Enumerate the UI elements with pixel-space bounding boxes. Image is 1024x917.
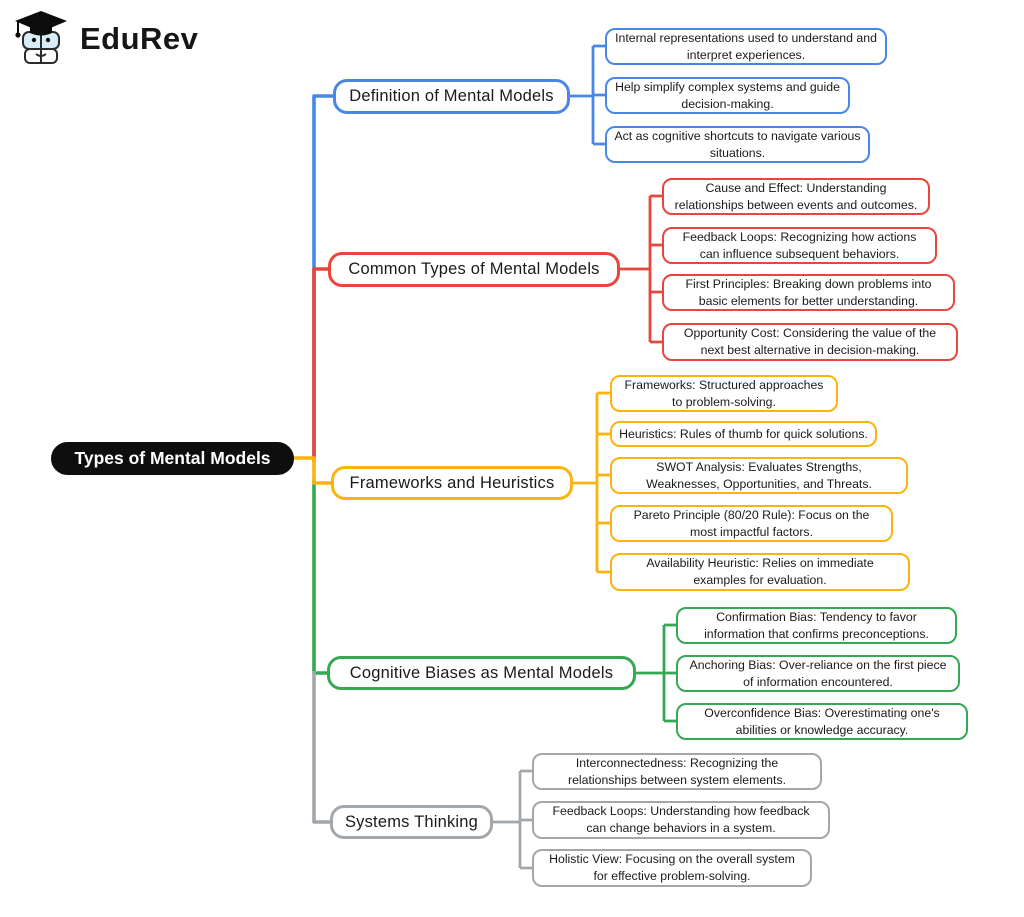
branch-systems-thinking: Systems Thinking — [330, 805, 493, 839]
leaf-availability-heuristic: Availability Heuristic: Relies on immedi… — [610, 553, 910, 591]
leaf-feedback-loops-system: Feedback Loops: Understanding how feedba… — [532, 801, 830, 839]
branch-definition: Definition of Mental Models — [333, 79, 570, 114]
branch-frameworks-heuristics: Frameworks and Heuristics — [331, 466, 573, 500]
edurev-logo: EduRev — [10, 8, 198, 70]
leaf-simplify-systems: Help simplify complex systems and guide … — [605, 77, 850, 114]
leaf-opportunity-cost: Opportunity Cost: Considering the value … — [662, 323, 958, 361]
leaf-overconfidence-bias: Overconfidence Bias: Overestimating one'… — [676, 703, 968, 740]
leaf-cognitive-shortcuts: Act as cognitive shortcuts to navigate v… — [605, 126, 870, 163]
leaf-interconnectedness: Interconnectedness: Recognizing the rela… — [532, 753, 822, 790]
leaf-cause-and-effect: Cause and Effect: Understanding relation… — [662, 178, 930, 215]
leaf-confirmation-bias: Confirmation Bias: Tendency to favor inf… — [676, 607, 957, 644]
leaf-heuristics: Heuristics: Rules of thumb for quick sol… — [610, 421, 877, 447]
leaf-frameworks: Frameworks: Structured approaches to pro… — [610, 375, 838, 412]
leaf-holistic-view: Holistic View: Focusing on the overall s… — [532, 849, 812, 887]
leaf-first-principles: First Principles: Breaking down problems… — [662, 274, 955, 311]
branch-cognitive-biases: Cognitive Biases as Mental Models — [327, 656, 636, 690]
leaf-anchoring-bias: Anchoring Bias: Over-reliance on the fir… — [676, 655, 960, 692]
leaf-internal-representations: Internal representations used to underst… — [605, 28, 887, 65]
edurev-mascot-icon — [15, 11, 67, 64]
leaf-feedback-loops-actions: Feedback Loops: Recognizing how actions … — [662, 227, 937, 264]
leaf-swot-analysis: SWOT Analysis: Evaluates Strengths, Weak… — [610, 457, 908, 494]
leaf-pareto-principle: Pareto Principle (80/20 Rule): Focus on … — [610, 505, 893, 542]
branch-common-types: Common Types of Mental Models — [328, 252, 620, 287]
root-node: Types of Mental Models — [51, 442, 294, 475]
brand-name: EduRev — [80, 21, 199, 56]
